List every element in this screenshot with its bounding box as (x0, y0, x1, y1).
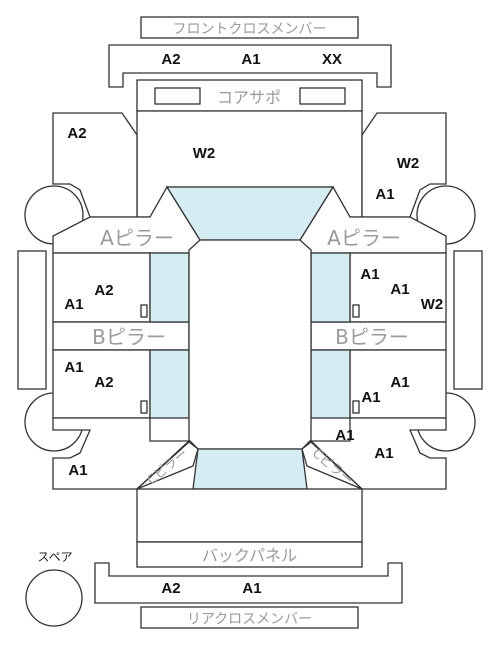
grade-front-left-fender: A2 (67, 125, 86, 142)
c-pillar-right (301, 441, 363, 490)
right-side-sill (453, 250, 483, 390)
grade-rear-right-door-2: A1 (361, 389, 380, 406)
grade-front-right-door-1: A1 (360, 266, 379, 283)
rear-window (192, 448, 308, 490)
grade-rear-left-door-2: A2 (94, 374, 113, 391)
front-cross-member-box (140, 16, 359, 39)
front-right-fender (361, 112, 447, 218)
rear-right-quarter (309, 417, 447, 490)
side-window-rear-left (149, 349, 190, 419)
rear-left-quarter (52, 417, 191, 490)
grade-front-cross-left: A2 (161, 51, 180, 68)
rear-left-door-handle (140, 400, 148, 414)
grade-front-cross-right: XX (322, 51, 342, 68)
headlight-left (154, 87, 201, 105)
grade-rear-right-quarter-2: A1 (374, 445, 393, 462)
grade-rear-left-quarter: A1 (68, 462, 87, 479)
grade-rear-right-quarter-1: A1 (335, 427, 354, 444)
roof (188, 239, 312, 450)
grade-front-cross-center: A1 (241, 51, 260, 68)
c-pillar-left (136, 441, 199, 490)
left-side-sill (17, 250, 47, 390)
rear-right-door-handle (352, 400, 360, 414)
a-pillar-left-label: Aピラー (100, 226, 174, 250)
headlight-right (299, 87, 346, 105)
core-support-label: コアサポ (217, 88, 281, 107)
front-cross-bar (108, 44, 392, 88)
grade-front-right-door-2: A1 (390, 281, 409, 298)
side-window-front-right (310, 252, 351, 323)
grade-rear-left-door-1: A1 (64, 359, 83, 376)
grade-front-right-fender-2: A1 (375, 186, 394, 203)
a-pillar-right-label: Aピラー (327, 226, 401, 250)
grade-rear-cross-center: A1 (242, 580, 261, 597)
grade-front-right-fender-1: W2 (397, 155, 420, 172)
grade-rear-right-door-1: A1 (390, 374, 409, 391)
back-panel-box (136, 541, 363, 568)
front-left-door-handle (140, 304, 148, 318)
grade-front-right-door-3: W2 (421, 296, 444, 313)
front-cross-member-label: フロントクロスメンバー (173, 22, 327, 38)
front-right-door-handle (352, 304, 360, 318)
trunk-lid (136, 488, 363, 543)
grade-front-left-door-1: A2 (94, 282, 113, 299)
b-pillar-right (310, 321, 447, 351)
back-panel-label: バックパネル (202, 546, 297, 565)
front-right-door (349, 252, 447, 323)
front-left-door (52, 252, 151, 323)
side-window-front-left (149, 252, 190, 323)
spare-tire (25, 569, 83, 627)
rear-cross-member-label: リアクロスメンバー (187, 612, 312, 628)
b-pillar-left-label: Bピラー (92, 325, 166, 349)
spare-label: スペア (37, 550, 72, 564)
rear-left-door (52, 349, 151, 419)
grade-front-left-door-2: A1 (64, 296, 83, 313)
rear-cross-member-box (140, 606, 359, 629)
b-pillar-right-label: Bピラー (335, 325, 409, 349)
grade-bonnet: W2 (193, 145, 216, 162)
grade-rear-cross-left: A2 (161, 580, 180, 597)
rear-cross-bar (94, 562, 403, 604)
rear-right-door (349, 349, 447, 419)
side-window-rear-right (310, 349, 351, 419)
